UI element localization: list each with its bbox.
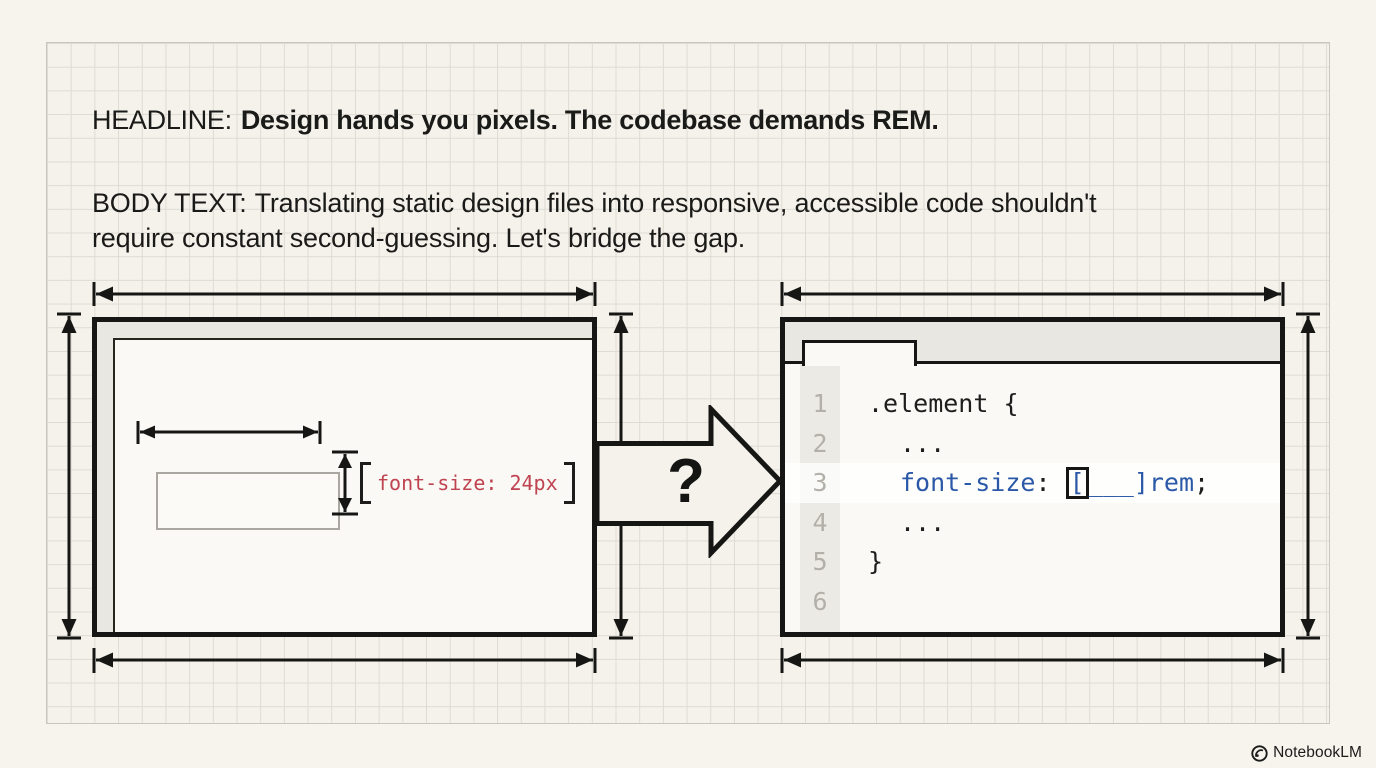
code-text: ... — [900, 428, 946, 458]
code-text: font-size: [___]rem; — [900, 466, 1210, 499]
font-size-annotation: font-size: 24px — [360, 458, 575, 508]
unit-rem: ]rem — [1133, 467, 1195, 497]
body-text-line-1: BODY TEXT:Translating static design file… — [92, 186, 1097, 221]
headline-label: HEADLINE: — [92, 105, 232, 135]
line-number: 6 — [812, 586, 828, 616]
code-line-4: 4 ... — [785, 503, 1280, 543]
open-bracket-glyph — [360, 462, 371, 504]
measured-element-box — [156, 472, 340, 530]
headline-emphasis: Design hands you pixels. The codebase de… — [240, 105, 939, 135]
body-text-label: BODY TEXT: — [92, 188, 247, 218]
design-canvas — [113, 338, 592, 632]
annotation-text: font-size: 24px — [377, 471, 558, 495]
value-cursor-box: [ — [1065, 466, 1089, 499]
line-number: 3 — [812, 468, 828, 498]
code-line-2: 2 ... — [785, 424, 1280, 464]
headline: HEADLINE: Design hands you pixels. The co… — [92, 105, 939, 136]
code-text: .element { — [868, 389, 1019, 419]
semicolon: ; — [1194, 467, 1210, 497]
line-number: 4 — [812, 507, 828, 537]
line-number: 5 — [812, 547, 828, 577]
code-panel-width-dimension-arrow — [780, 282, 1285, 306]
design-mockup-panel — [92, 317, 597, 637]
code-panel-bottom-dimension-arrow — [780, 648, 1285, 673]
body-text: BODY TEXT:Translating static design file… — [92, 186, 1097, 256]
body-text-line-2: require constant second-guessing. Let's … — [92, 223, 746, 253]
question-mark: ? — [667, 447, 705, 516]
css-property: font-size — [900, 467, 1036, 497]
code-rows: 1 .element { 2 ... 3 font-size: [___]rem… — [785, 364, 1280, 632]
close-bracket-glyph — [563, 462, 575, 504]
code-line-5: 5 } — [785, 542, 1280, 582]
watermark: NotebookLM — [1251, 743, 1362, 763]
transform-arrow-icon — [594, 405, 784, 558]
code-line-6: 6 — [785, 582, 1280, 622]
body-text-line-1-text: Translating static design files into res… — [254, 188, 1097, 218]
code-text: ... — [900, 507, 946, 537]
element-height-dimension-arrow — [332, 450, 358, 516]
code-panel-height-dimension-arrow — [1296, 312, 1320, 640]
code-text: } — [868, 547, 884, 577]
space — [1051, 468, 1066, 497]
watermark-text: NotebookLM — [1273, 744, 1362, 761]
code-line-1: 1 .element { — [785, 384, 1280, 424]
value-blank: ___ — [1088, 467, 1134, 497]
left-panel-height-dimension-arrow — [57, 312, 81, 640]
line-number: 1 — [812, 389, 828, 419]
colon: : — [1035, 467, 1051, 497]
left-panel-bottom-dimension-arrow — [92, 648, 597, 673]
element-width-dimension-arrow — [136, 421, 322, 444]
notebooklm-icon — [1251, 744, 1268, 762]
left-panel-width-dimension-arrow — [92, 282, 597, 306]
line-number: 2 — [812, 428, 828, 458]
code-line-3: 3 font-size: [___]rem; — [785, 463, 1280, 503]
editor-active-tab — [802, 340, 917, 366]
code-editor-panel: 1 .element { 2 ... 3 font-size: [___]rem… — [780, 317, 1285, 637]
